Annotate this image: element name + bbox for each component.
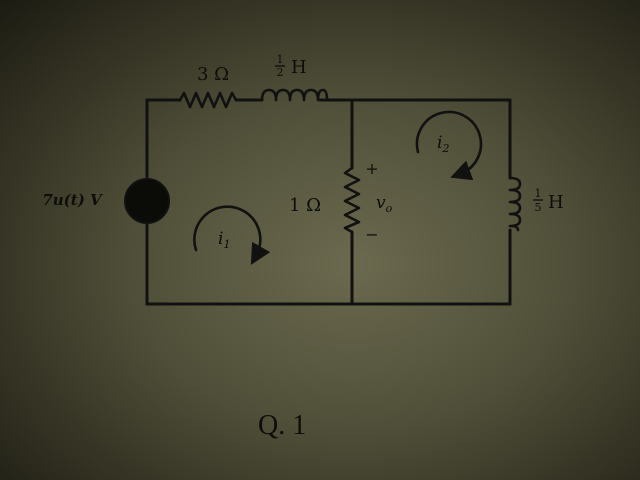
svg-text:2: 2 xyxy=(277,66,284,79)
output-voltage-label: vo xyxy=(376,193,393,215)
source-label: 7u(t) V xyxy=(42,191,103,209)
svg-text:1: 1 xyxy=(277,53,284,66)
shunt-resistor-icon xyxy=(343,166,361,234)
clockwise-arrow-icon xyxy=(415,110,483,181)
output-minus: − xyxy=(365,225,378,244)
series-resistor-label: 3 Ω xyxy=(197,64,229,85)
svg-text:i1: i1 xyxy=(218,229,230,251)
shunt-inductor-label: 1 5 H xyxy=(533,187,564,214)
svg-text:H: H xyxy=(291,57,307,78)
shunt-inductor-icon xyxy=(508,176,522,232)
series-inductor-icon xyxy=(260,88,329,102)
svg-text:5: 5 xyxy=(535,201,542,214)
svg-text:1: 1 xyxy=(535,187,542,200)
series-resistor-icon xyxy=(178,91,238,109)
voltage-source xyxy=(124,178,170,224)
output-plus: + xyxy=(365,159,378,178)
mesh-current-2: i2 xyxy=(415,110,483,181)
question-label: Q. 1 xyxy=(258,410,307,441)
svg-text:H: H xyxy=(548,192,564,213)
shunt-resistor-label: 1 Ω xyxy=(289,195,321,216)
series-inductor-label: 1 2 H xyxy=(275,53,307,79)
clockwise-arrow-icon xyxy=(193,205,271,266)
circuit-wires xyxy=(145,98,512,306)
mesh-current-1: i1 xyxy=(193,205,271,266)
svg-text:i2: i2 xyxy=(437,133,449,155)
